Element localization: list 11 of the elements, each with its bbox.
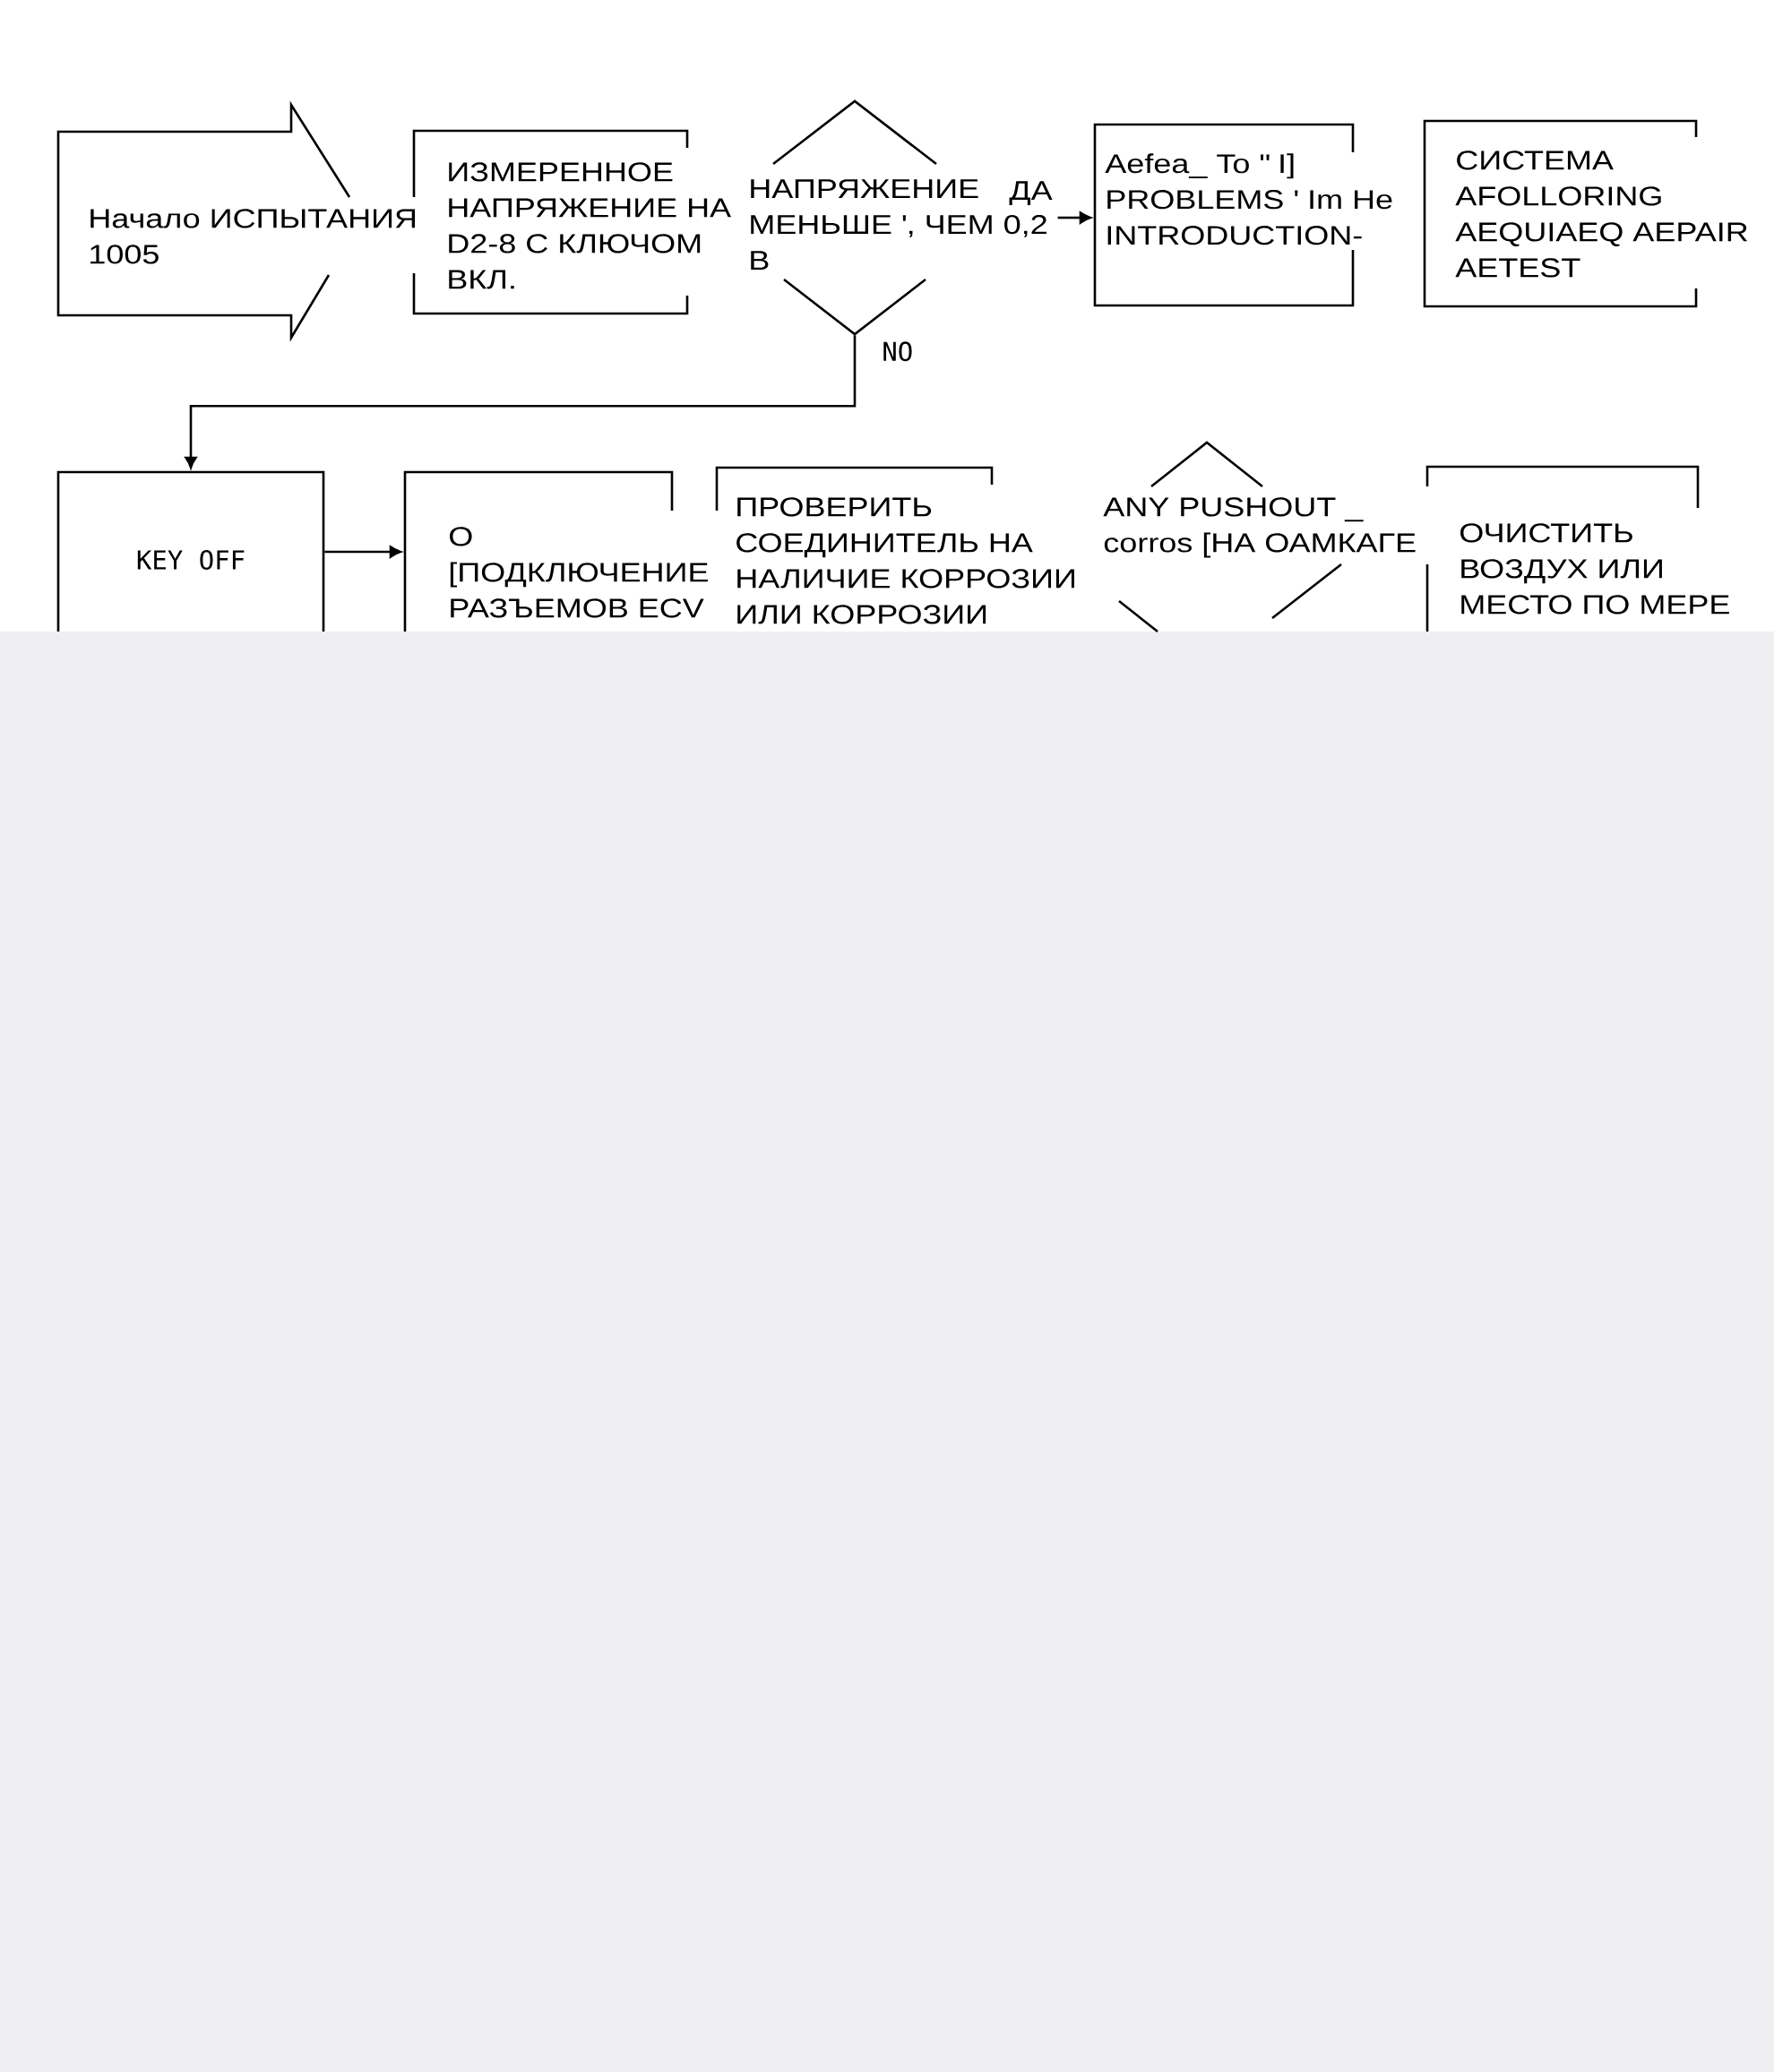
process-box: ОЧИСТИТЬ ВОЗДУХ ИЛИ МЕСТО ПО МЕРЕ xyxy=(1425,465,1729,632)
edge-label: NO xyxy=(880,340,916,364)
process-box: СИСТЕМА AFOLLORING AEQUIAEQ AEPAIR AETEST xyxy=(1423,119,1748,308)
arrow xyxy=(185,335,857,469)
process-box: KEY OFF xyxy=(56,470,325,632)
process-box: О [ПОДКЛЮЧЕНИЕ РАЗЪЕМОВ ECV xyxy=(403,470,708,632)
process-box: ПРОВЕРИТЬ СОЕДИНИТЕЛЬ НА НАЛИЧИЕ КОРРОЗИИ ИЛИ КОРРОЗИИ xyxy=(715,466,1074,624)
arrow xyxy=(1057,211,1091,224)
process-box: Aefea_ To " I] PROBLEMS ' Im He INTRODUCTION- xyxy=(1093,123,1392,307)
arrow xyxy=(324,546,401,558)
edge-label: ДА xyxy=(1007,179,1055,207)
